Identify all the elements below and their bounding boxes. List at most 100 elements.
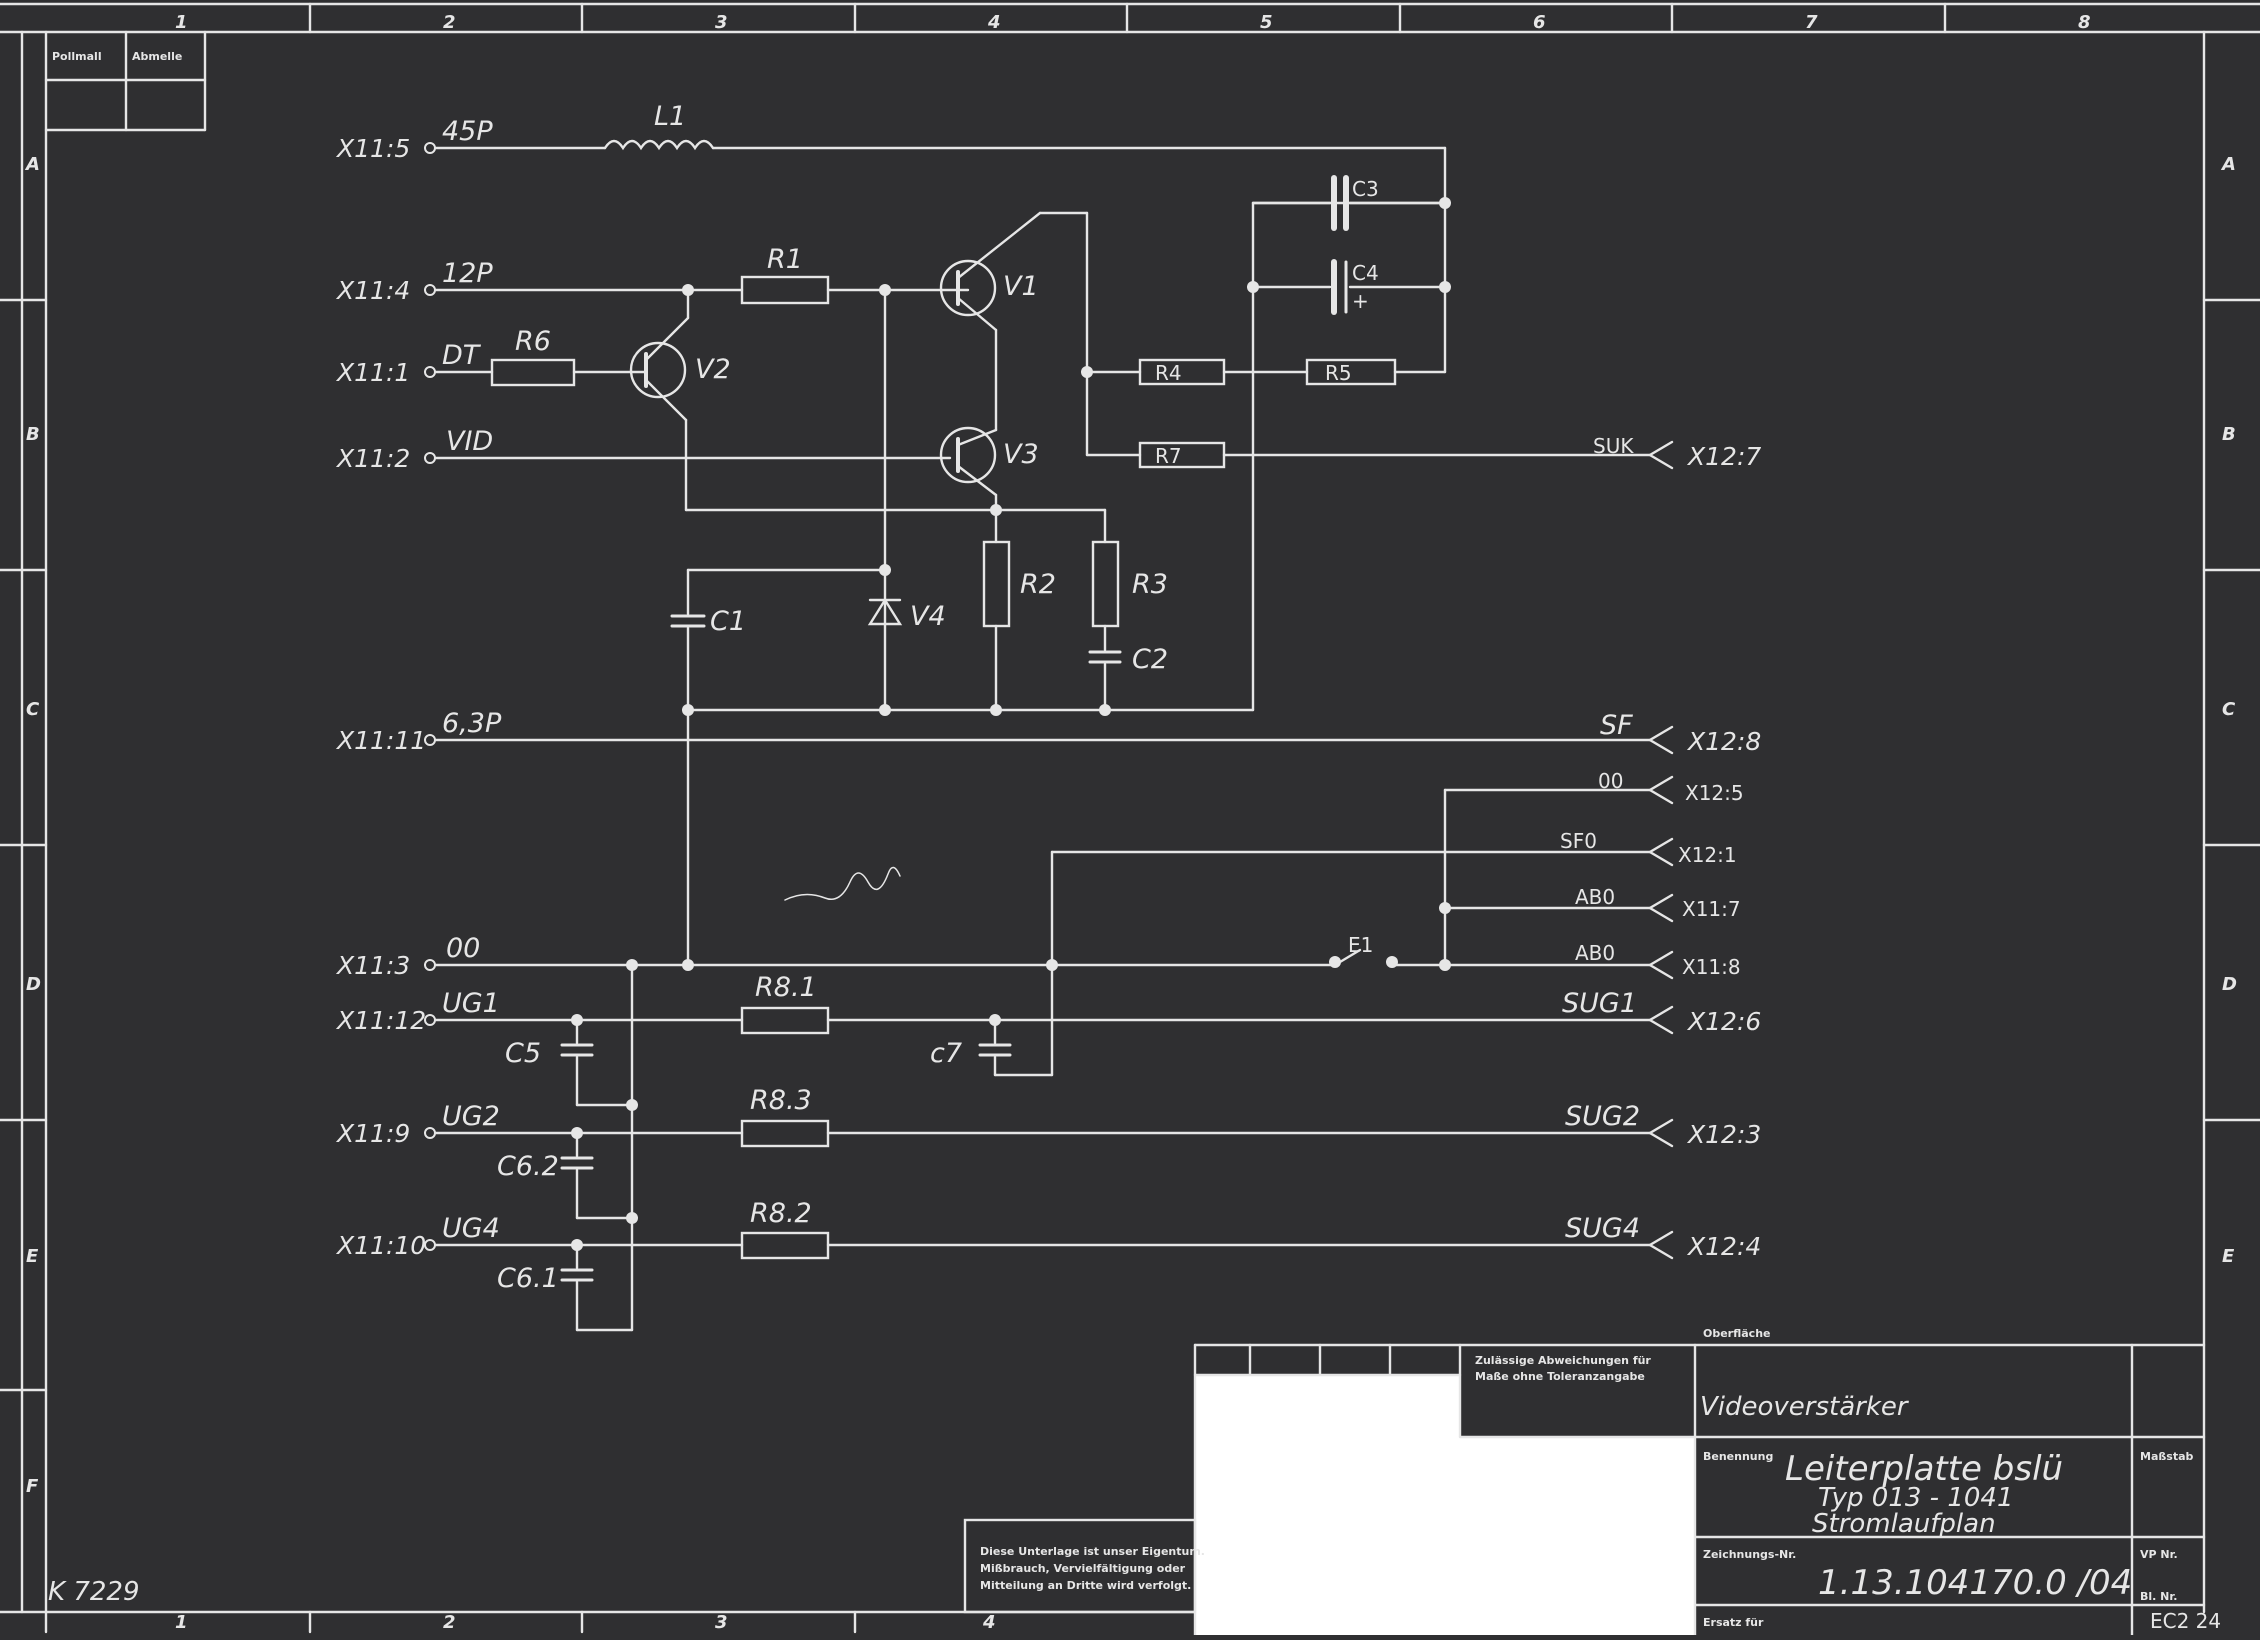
net-ug2: UG2 xyxy=(442,1101,500,1132)
corner-box-right: Abmelle xyxy=(132,50,182,63)
grid-col-8: 8 xyxy=(2078,12,2091,33)
inductor-l1 xyxy=(603,139,715,151)
grid-col-bottom-3: 3 xyxy=(715,1612,728,1633)
label-c5: C5 xyxy=(505,1038,541,1069)
pin-x11-4: X11:4 xyxy=(335,276,410,305)
pin-x11-1: X11:1 xyxy=(335,358,410,387)
label-c1: C1 xyxy=(710,606,746,637)
component-labels: L1 R1 R6 V1 V2 V3 R4 R5 R7 C3 C4 + R2 R3… xyxy=(497,101,1379,1294)
grid-row-b-right: B xyxy=(2222,424,2236,445)
grid-row-a-right: A xyxy=(2220,154,2236,175)
label-l1: L1 xyxy=(654,101,686,132)
grid-col-bottom-4: 4 xyxy=(982,1612,996,1633)
pin-x11-3: X11:3 xyxy=(335,951,410,980)
pin-x12-7: X12:7 xyxy=(1686,442,1761,471)
grid-col-1: 1 xyxy=(175,12,188,33)
pin-x11-11: X11:11 xyxy=(335,726,426,755)
zener-diode-v4 xyxy=(867,597,903,626)
left-connector-pins: X11:5 X11:4 X11:1 X11:2 X11:11 X11:3 X11… xyxy=(335,116,502,1260)
corner-box-left: Pollmall xyxy=(52,50,102,63)
label-r1: R1 xyxy=(767,244,803,275)
label-r8-3: R8.3 xyxy=(750,1085,812,1116)
label-r6: R6 xyxy=(515,326,551,357)
junction-dots xyxy=(571,197,1451,1251)
pin-x11-2: X11:2 xyxy=(335,444,410,473)
net-00-right: 00 xyxy=(1598,769,1623,793)
grid-row-c-right: C xyxy=(2222,699,2236,720)
right-connector-pins: X12:7 X12:8 X12:5 X12:1 X11:7 X11:8 X12:… xyxy=(1560,434,1761,1261)
net-sug1: SUG1 xyxy=(1562,988,1637,1019)
transistor-v1 xyxy=(939,259,997,317)
label-c4-polarity: + xyxy=(1352,289,1369,313)
pin-x12-8: X12:8 xyxy=(1686,727,1761,756)
designation: Leiterplatte bslü xyxy=(1785,1449,2063,1489)
property-notice-line-1: Diese Unterlage ist unser Eigentum. xyxy=(980,1545,1205,1558)
pin-x11-8: X11:8 xyxy=(1682,955,1741,979)
label-v3: V3 xyxy=(1003,439,1039,470)
grid-col-bottom-2: 2 xyxy=(443,1612,456,1633)
pin-x12-6: X12:6 xyxy=(1686,1007,1761,1036)
net-vid: VID xyxy=(446,426,493,457)
sheet-label: Bl. Nr. xyxy=(2140,1590,2177,1603)
grid-row-a: A xyxy=(24,154,40,175)
grid-row-d: D xyxy=(26,974,41,995)
label-e1: E1 xyxy=(1348,933,1373,957)
plan-type: Stromlaufplan xyxy=(1812,1509,1996,1539)
title-block-frame xyxy=(963,1343,2206,1637)
resistor-r8-1 xyxy=(740,1006,830,1035)
net-sug2: SUG2 xyxy=(1565,1101,1640,1132)
bottom-wiring xyxy=(428,788,1652,1332)
tolerance-note-line-1: Zulässige Abweichungen für xyxy=(1475,1354,1651,1367)
replacement-label: Ersatz für xyxy=(1703,1616,1764,1629)
net-00: 00 xyxy=(446,933,480,964)
net-sf0: SF0 xyxy=(1560,829,1597,853)
revision-code: EC2 24 xyxy=(2150,1609,2221,1633)
pin-x12-4: X12:4 xyxy=(1686,1232,1761,1261)
grid-row-c: C xyxy=(26,699,40,720)
grid-row-d-right: D xyxy=(2222,974,2237,995)
label-r7: R7 xyxy=(1155,444,1182,468)
label-r2: R2 xyxy=(1020,569,1056,600)
designation-label: Benennung xyxy=(1703,1450,1773,1463)
notes: K 7229 Diese Unterlage ist unser Eigentu… xyxy=(48,1545,1205,1607)
property-notice-line-2: Mißbrauch, Vervielfältigung oder xyxy=(980,1562,1186,1575)
resistor-r8-3 xyxy=(740,1119,830,1148)
pin-x12-1: X12:1 xyxy=(1678,843,1737,867)
resistor-r7 xyxy=(1138,441,1226,469)
pin-terminals xyxy=(424,142,436,1251)
label-r8-2: R8.2 xyxy=(750,1198,812,1229)
grid-col-5: 5 xyxy=(1260,12,1273,33)
net-sug4: SUG4 xyxy=(1565,1213,1640,1244)
pin-x11-12: X11:12 xyxy=(335,1006,426,1035)
net-ab0-1: AB0 xyxy=(1575,885,1615,909)
pin-x11-9: X11:9 xyxy=(335,1119,410,1148)
grid-row-e: E xyxy=(26,1246,39,1267)
title-block: Oberfläche Zulässige Abweichungen für Ma… xyxy=(1475,1327,2221,1633)
transistor-v3 xyxy=(939,426,997,484)
surface-label: Oberfläche xyxy=(1703,1327,1771,1340)
pin-x11-5: X11:5 xyxy=(335,134,410,163)
label-r3: R3 xyxy=(1132,569,1168,600)
net-ug4: UG4 xyxy=(442,1213,500,1244)
scale-label: Maßstab xyxy=(2140,1450,2194,1463)
pin-x11-7: X11:7 xyxy=(1682,897,1741,921)
grid-row-e-right: E xyxy=(2222,1246,2235,1267)
top-wiring xyxy=(428,139,1652,967)
label-r4: R4 xyxy=(1155,361,1182,385)
grid-col-6: 6 xyxy=(1533,12,1546,33)
grid-row-f: F xyxy=(26,1476,39,1497)
resistor-r2 xyxy=(982,540,1011,628)
tolerance-note-line-2: Maße ohne Toleranzangabe xyxy=(1475,1370,1645,1383)
resistor-r1 xyxy=(740,275,830,305)
resistor-r4 xyxy=(1138,358,1226,386)
sheet-id: K 7229 xyxy=(48,1577,139,1607)
label-c4: C4 xyxy=(1352,261,1379,285)
drawing-no-label: Zeichnungs-Nr. xyxy=(1703,1548,1796,1561)
net-ug1: UG1 xyxy=(442,988,500,1019)
drawing-title: Videoverstärker xyxy=(1700,1392,1910,1422)
net-45p: 45P xyxy=(442,116,493,147)
grid-row-b: B xyxy=(26,424,40,445)
